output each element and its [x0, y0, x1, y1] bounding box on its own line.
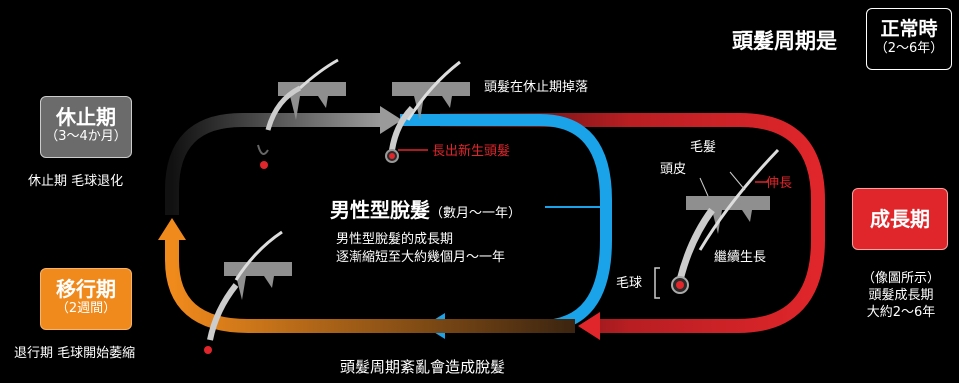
transition-phase-box: 移行期 （2週間） — [40, 268, 132, 330]
growth-phase-caption: （像圖所示） 頭髮成長期 大約2〜6年 — [862, 270, 940, 321]
resting-phase-sub: （3〜4か月） — [45, 129, 127, 144]
skin-label: 頭皮 — [660, 162, 687, 177]
resting-phase-title: 休止期 — [56, 105, 116, 129]
orange-cycle-arrow — [165, 240, 575, 333]
growth-caption-line-1: （像圖所示） — [862, 271, 941, 286]
growth-caption-line-3: 大約2〜6年 — [866, 305, 936, 320]
gray-cycle-arrow — [165, 113, 380, 215]
center-title: 男性型脫髮（數月〜一年） — [330, 194, 521, 223]
normal-box-sub: （2〜6年） — [874, 41, 944, 56]
resting-phase-caption: 休止期 毛球退化 — [28, 174, 124, 189]
center-title-main: 男性型脫髮 — [330, 198, 430, 222]
follicle-new-hair-illustration — [385, 60, 470, 163]
growth-caption-line-2: 頭髮成長期 — [868, 288, 934, 303]
hair-shaft-label: 毛髮 — [690, 140, 717, 155]
normal-box-title: 正常時 — [880, 18, 938, 40]
transition-phase-title: 移行期 — [56, 277, 116, 301]
center-desc-2: 逐漸縮短至大約幾個月〜一年 — [336, 250, 506, 265]
normal-period-box: 正常時 （2〜6年） — [866, 8, 952, 70]
follicle-resting-illustration — [257, 58, 346, 169]
gray-arrow-head — [380, 106, 402, 134]
center-desc-1: 男性型脫髮的成長期 — [336, 232, 454, 247]
continue-growth-label: 繼續生長 — [714, 250, 767, 265]
new-hair-label: 長出新生頭髮 — [432, 144, 511, 159]
bottom-caption: 頭髮周期紊亂會造成脫髮 — [340, 358, 506, 376]
follicle-growth-illustration — [654, 148, 780, 299]
header-title: 頭髮周期是 — [732, 29, 837, 53]
transition-phase-sub: （2週間） — [55, 301, 117, 316]
growth-phase-title: 成長期 — [870, 207, 930, 231]
transition-phase-caption: 退行期 毛球開始萎縮 — [14, 346, 136, 361]
bulb-label: 毛球 — [616, 276, 643, 291]
follicle-transition-illustration — [204, 230, 292, 354]
red-arrow-head — [578, 312, 600, 340]
resting-phase-box: 休止期 （3〜4か月） — [40, 96, 132, 158]
falling-label: 頭髮在休止期掉落 — [484, 80, 589, 95]
orange-arrow-head — [158, 218, 186, 240]
red-cycle-arrow — [440, 113, 825, 333]
growth-phase-box: 成長期 — [852, 188, 948, 250]
center-title-sub: （數月〜一年） — [430, 206, 522, 221]
extend-label: 伸長 — [766, 176, 793, 191]
